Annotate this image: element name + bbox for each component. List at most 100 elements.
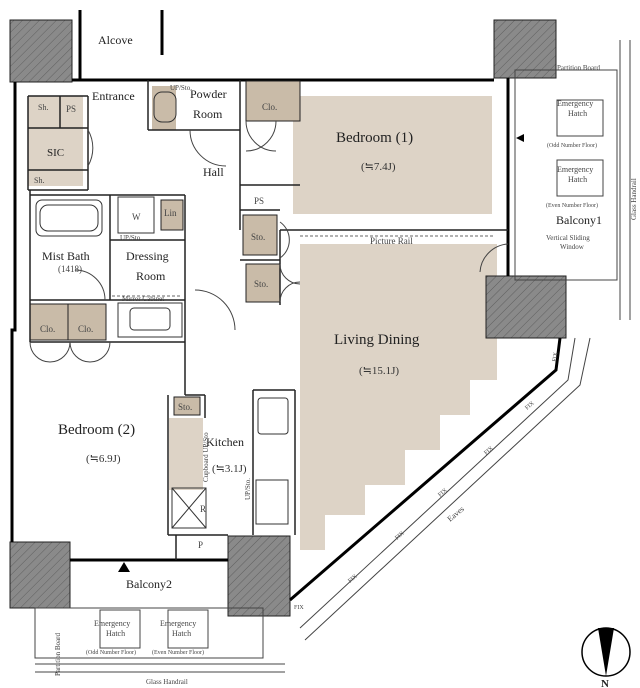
washbasin — [117, 302, 183, 338]
glass-handrail-1: Glass Handrail — [630, 178, 638, 220]
bedroom2-label: Bedroom (2) — [58, 422, 135, 438]
hatch4-b: Hatch — [172, 629, 191, 638]
fix-7: FIX — [294, 605, 304, 611]
w-label: W — [132, 212, 141, 222]
hatch1-b: Hatch — [568, 109, 587, 118]
sink — [257, 397, 289, 435]
partition-board-label: Partition Board — [557, 64, 600, 72]
bedroom1-label: Bedroom (1) — [336, 130, 413, 146]
fix-6: FIX — [347, 573, 359, 584]
upsto-label-2: UP/Sto. — [170, 84, 192, 92]
powder-tint — [152, 86, 176, 130]
fridge — [171, 487, 207, 529]
balconies — [34, 40, 631, 673]
lin-tint — [161, 200, 183, 230]
compass-north-label: N — [601, 678, 609, 688]
bedroom1-area: (≒7.4J) — [361, 161, 396, 173]
fix-2: FIX — [524, 400, 536, 411]
mirror-cabinet-label: Mirror Cabinet — [122, 295, 164, 303]
sto3-tint — [174, 397, 200, 415]
upsto-label-1: UP/Sto. — [120, 234, 142, 242]
toilet — [153, 91, 177, 123]
marker-arrow-east — [516, 134, 524, 142]
north-compass: N — [581, 627, 631, 688]
sic-label: SIC — [47, 147, 64, 159]
hatch1-a: Emergency — [557, 99, 593, 108]
balcony1-label: Balcony1 — [556, 213, 602, 227]
hatch3-b: Hatch — [106, 629, 125, 638]
kitchen-area: (≒3.1J) — [212, 463, 247, 475]
fix-4: FIX — [437, 487, 449, 498]
closet-lines — [29, 80, 301, 416]
sic-tint — [28, 96, 83, 186]
pillar-top-right — [493, 19, 557, 79]
stove — [255, 479, 289, 525]
pillar-bottom-left — [9, 541, 71, 609]
hall-label: Hall — [203, 165, 224, 179]
sto-label-2: Sto. — [254, 279, 268, 289]
hatch2-floor: (Even Number Floor) — [546, 202, 598, 209]
kitchen-label: Kitchen — [206, 435, 244, 449]
living-tint — [300, 244, 497, 550]
closet-b1-tint — [246, 81, 300, 121]
door-swings — [29, 120, 509, 363]
ps-label-1: PS — [66, 104, 76, 114]
wall-west — [10, 82, 17, 542]
dressing-label-2: Room — [136, 269, 166, 283]
clo-label-b2a: Clo. — [40, 324, 55, 334]
partitions — [27, 80, 508, 560]
cupboard-label: Cupboard UP/Sto — [202, 432, 210, 482]
bathtub — [35, 199, 103, 237]
bedroom1-tint — [293, 96, 492, 214]
clo-label-b1: Clo. — [262, 102, 277, 112]
sh-label-2: Sh. — [34, 176, 44, 185]
marker-arrow-south — [118, 562, 130, 572]
dressing-label: Dressing — [126, 249, 169, 263]
balcony2-label: Balcony2 — [126, 577, 172, 591]
r-label: R — [200, 504, 206, 514]
hatch4-floor: (Even Number Floor) — [152, 649, 204, 656]
hatch4-a: Emergency — [160, 619, 196, 628]
pillar-mid-right — [485, 275, 567, 339]
pillar-top-left — [9, 19, 73, 83]
clo-label-b2b: Clo. — [78, 324, 93, 334]
entrance-label: Entrance — [92, 89, 135, 103]
mist-bath-label: Mist Bath — [42, 249, 90, 263]
room-labels: Alcove Entrance Powder Room Hall Bedroom… — [42, 33, 602, 591]
sto1-tint — [243, 215, 277, 255]
lin-label: Lin — [164, 208, 177, 218]
washer — [117, 196, 155, 234]
fix-5: FIX — [394, 530, 406, 541]
p-label: P — [198, 540, 203, 550]
partition-board-2: Partition Board — [54, 633, 62, 676]
vsw-label-a: Vertical Sliding — [546, 234, 590, 242]
fix-3: FIX — [483, 445, 495, 456]
balcony2-floor — [34, 607, 264, 659]
hatch1-floor: (Odd Number Floor) — [547, 142, 597, 149]
picture-rail-label: Picture Rail — [370, 236, 413, 246]
mist-bath-size: (1418) — [58, 264, 82, 274]
living-area: (≒15.1J) — [359, 365, 399, 377]
bedroom2-area: (≒6.9J) — [86, 453, 121, 465]
alcove-label: Alcove — [98, 33, 133, 47]
hatch2-a: Emergency — [557, 165, 593, 174]
ps-label-2: PS — [254, 196, 264, 206]
balcony1-floor — [514, 69, 618, 281]
powder-label: Powder — [190, 87, 227, 101]
pillar-bottom-mid — [227, 535, 291, 617]
fixtures — [35, 91, 289, 529]
bedroom2-tint — [169, 418, 203, 490]
sto2-tint — [246, 264, 280, 302]
sto-label-3: Sto. — [178, 402, 192, 412]
living-label: Living Dining — [334, 332, 420, 348]
upsto-kitchen: UP/Sto. — [244, 478, 252, 500]
sh-label-1: Sh. — [38, 103, 48, 112]
fix-1: FIX — [552, 351, 560, 362]
hatch2-b: Hatch — [568, 175, 587, 184]
compass-needle-icon — [598, 628, 614, 676]
hatch3-floor: (Odd Number Floor) — [86, 649, 136, 656]
hatch3-a: Emergency — [94, 619, 130, 628]
walls — [10, 10, 562, 602]
floor-tint-areas — [28, 81, 497, 550]
